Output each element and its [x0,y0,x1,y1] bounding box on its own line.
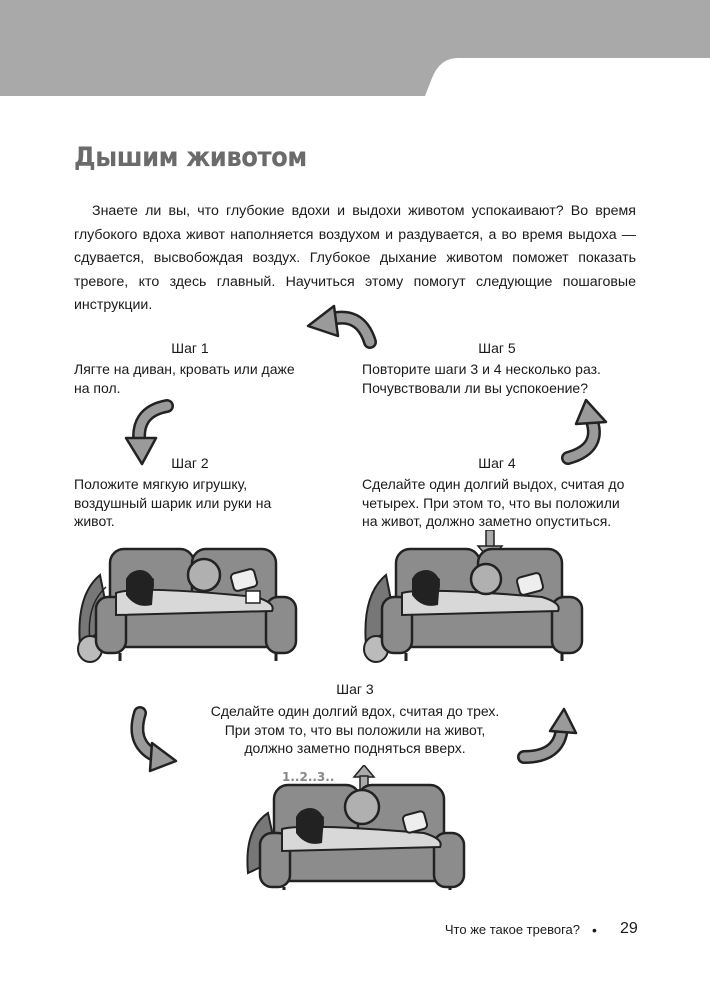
step-3-text: Сделайте один долгий вдох, считая до тре… [210,703,500,756]
curved-arrow-icon [517,707,578,764]
step-2-text: Положите мягкую игрушку, воздушный шарик… [74,476,272,529]
page-number: 29 [620,920,638,937]
running-title: Что же такое тревога? [444,922,580,937]
sofa-illustration: 1..2..3.. [246,765,466,890]
sofa-illustration [77,547,298,663]
step-3-title: Шаг 3 [336,681,374,697]
step-1-title: Шаг 1 [171,340,209,356]
curved-arrow-icon [306,304,377,349]
step-1-text: Лягте на диван, кровать или даже на пол. [74,361,295,396]
footer-bullet: • [592,922,597,938]
sofa-illustration [363,530,584,663]
curved-arrow-icon [561,398,608,465]
step-2-title: Шаг 2 [171,455,209,471]
step-5-text: Повторите шаги 3 и 4 несколько раз. Почу… [362,361,601,396]
step-4-text: Сделайте один долгий выдох, считая до че… [362,476,625,529]
count-label: 1..2..3.. [282,770,334,784]
curved-arrow-icon [130,706,178,773]
intro-paragraph: Знаете ли вы, что глубокие вдохи и выдох… [74,203,636,314]
step-5-title: Шаг 5 [478,340,516,356]
step-4-title: Шаг 4 [478,455,516,471]
curved-arrow-icon [124,399,174,466]
page-title: Дышим животом [74,142,307,173]
page-header-bar [0,0,710,110]
